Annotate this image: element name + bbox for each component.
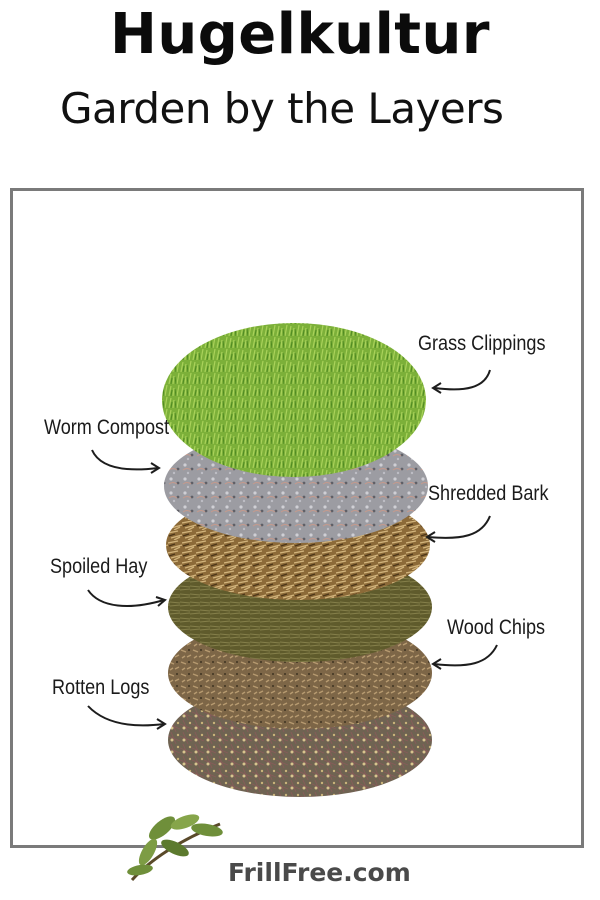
label-shredded-bark: Shredded Bark (428, 482, 549, 505)
page-title: Hugelkultur (109, 2, 491, 67)
label-spoiled-hay: Spoiled Hay (50, 555, 148, 578)
brand-link[interactable]: FrillFree.com (228, 858, 411, 887)
callout-arrows (87, 369, 498, 730)
label-worm-compost: Worm Compost (44, 416, 170, 439)
arrow-wood-chips (433, 644, 498, 667)
layer-grass-clippings (162, 323, 426, 477)
page-subtitle: Garden by the Layers (60, 84, 504, 133)
arrow-spoiled-hay (87, 589, 165, 607)
label-grass-clippings: Grass Clippings (418, 332, 546, 355)
label-wood-chips: Wood Chips (447, 616, 546, 639)
label-rotten-logs: Rotten Logs (52, 676, 150, 699)
arrow-rotten-logs (87, 705, 165, 727)
arrow-worm-compost (91, 449, 159, 471)
olive-branch-icon (127, 814, 223, 882)
arrow-grass-clippings (434, 369, 491, 391)
arrow-shredded-bark (427, 515, 491, 539)
